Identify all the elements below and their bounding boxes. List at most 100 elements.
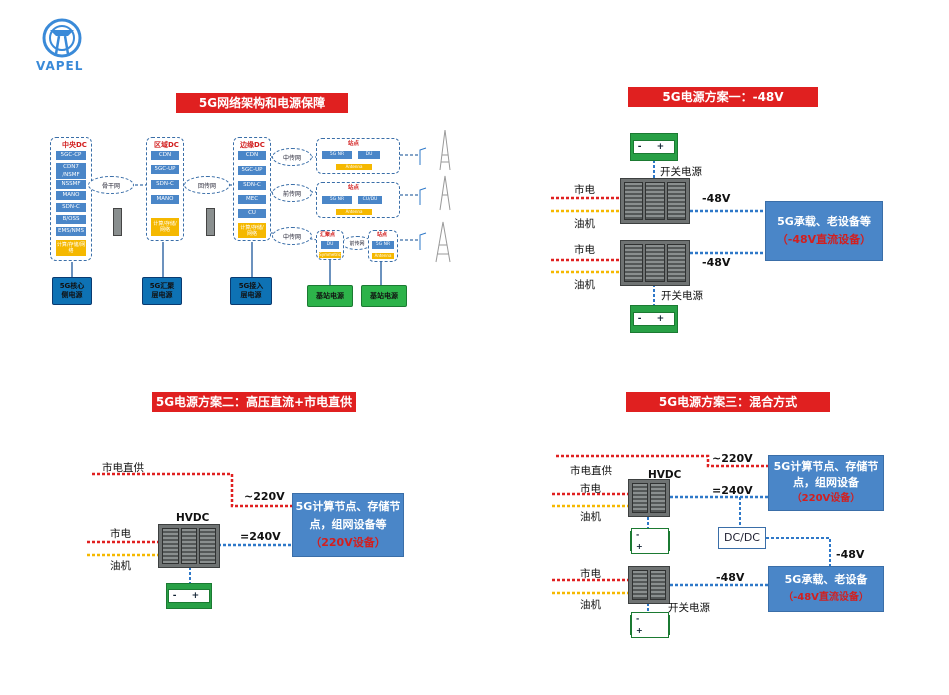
core-power-box: 5G核心侧电源 bbox=[52, 277, 92, 305]
regional-dc-title: 区域DC bbox=[154, 141, 179, 149]
load-box-line: 5G承载、老设备等 bbox=[777, 215, 871, 228]
generator-label: 油机 bbox=[574, 279, 595, 291]
load-box-line: （-48V直流设备） bbox=[783, 592, 869, 603]
voltage-label: -48V bbox=[716, 571, 745, 584]
battery-icon: - + bbox=[630, 305, 678, 333]
hvdc-cabinet bbox=[158, 524, 220, 568]
direct-mains-label: 市电直供 bbox=[570, 465, 612, 477]
generator-label: 油机 bbox=[110, 560, 131, 572]
mains-label: 市电 bbox=[574, 244, 595, 256]
aggregation-power-box: 5G汇聚层电源 bbox=[142, 277, 182, 305]
mains-label: 市电 bbox=[580, 568, 601, 580]
site-title: 站点 bbox=[348, 185, 360, 191]
load-box-line: （220V设备） bbox=[310, 536, 386, 549]
voltage-label: =240V bbox=[712, 484, 753, 497]
hvdc-label: HVDC bbox=[648, 469, 682, 481]
central-dc-item: MANO bbox=[56, 191, 86, 200]
vapel-logo: VAPEL bbox=[30, 14, 94, 78]
voltage-label: =240V bbox=[240, 530, 281, 543]
switch-power-label: 开关电源 bbox=[661, 290, 703, 302]
midhaul-network-oval: 中传网 bbox=[272, 227, 312, 245]
load-box-line: （-48V直流设备） bbox=[776, 233, 872, 246]
site-title: 站点 bbox=[377, 232, 388, 238]
load-box-line: 5G计算节点、存储节 bbox=[773, 460, 879, 473]
site-antenna: Antenna bbox=[336, 164, 372, 170]
scheme3-compute-load-box: 5G计算节点、存储节 点，组网设备 （220V设备） bbox=[768, 455, 884, 511]
edge-dc-item: CU bbox=[238, 209, 266, 218]
regional-dc-item: 5GC-UP bbox=[151, 165, 179, 174]
site-title: 站点 bbox=[348, 141, 360, 147]
central-dc-item: B/OSS bbox=[56, 215, 86, 224]
load-box-line: 点，组网设备 bbox=[793, 476, 859, 489]
regional-dc-item: CDN bbox=[151, 151, 179, 160]
central-dc-item: NSSMF bbox=[56, 180, 86, 189]
regional-dc-item: MANO bbox=[151, 195, 179, 204]
aggregation-symmetric: Symmetric bbox=[319, 252, 341, 258]
logo-emblem-icon bbox=[42, 18, 82, 58]
regional-dc-compute: 计算/存储/网络 bbox=[151, 218, 179, 236]
dcdc-converter: DC/DC bbox=[718, 527, 766, 549]
direct-mains-label: 市电直供 bbox=[102, 462, 144, 474]
central-dc-item: CDN7 /NSMF bbox=[56, 163, 86, 179]
access-power-box: 5G接入层电源 bbox=[230, 277, 272, 305]
generator-label: 油机 bbox=[580, 511, 601, 523]
load-box-line: 5G计算节点、存储节 bbox=[295, 500, 401, 513]
architecture-title: 5G网络架构和电源保障 bbox=[176, 93, 348, 113]
logo-text: VAPEL bbox=[36, 59, 84, 73]
site-item: 5G NR bbox=[372, 241, 394, 249]
battery-icon: - + bbox=[166, 583, 212, 609]
load-box-line: 5G承载、老设备 bbox=[784, 573, 868, 586]
rectifier-cabinet bbox=[620, 178, 690, 224]
edge-dc-item: SDN-C bbox=[238, 181, 266, 190]
battery-icon: - + bbox=[630, 612, 670, 638]
base-station-power-box: 基站电源 bbox=[361, 285, 407, 307]
generator-label: 油机 bbox=[580, 599, 601, 611]
backbone-network-oval: 骨干网 bbox=[88, 176, 134, 194]
voltage-label: -48V bbox=[702, 256, 731, 269]
edge-dc-item: CDN bbox=[238, 151, 266, 160]
router-icon bbox=[113, 208, 122, 236]
edge-dc-title: 边缘DC bbox=[240, 141, 265, 149]
generator-label: 油机 bbox=[574, 218, 595, 230]
voltage-label: -48V bbox=[702, 192, 731, 205]
voltage-label: ~220V bbox=[712, 452, 753, 465]
battery-icon: - + bbox=[630, 133, 678, 161]
scheme3-dc-load-box: 5G承载、老设备 （-48V直流设备） bbox=[768, 566, 884, 612]
rectifier-cabinet bbox=[628, 566, 670, 604]
voltage-label: -48V bbox=[836, 548, 865, 561]
switch-power-label: 开关电源 bbox=[660, 166, 702, 178]
central-dc-item: EMS/NMS bbox=[56, 227, 86, 236]
edge-dc-compute: 计算/存储/网络 bbox=[238, 223, 266, 238]
switch-power-label: 开关电源 bbox=[668, 602, 710, 614]
site-item: DU bbox=[358, 151, 380, 159]
router-icon bbox=[206, 208, 215, 236]
central-dc-item: SDN-C bbox=[56, 203, 86, 212]
aggregation-title: 汇聚点 bbox=[320, 232, 336, 238]
hvdc-cabinet bbox=[628, 479, 670, 517]
mains-label: 市电 bbox=[574, 184, 595, 196]
backhaul-network-oval: 回传网 bbox=[184, 176, 230, 194]
rectifier-cabinet bbox=[620, 240, 690, 286]
scheme1-title: 5G电源方案一：-48V bbox=[628, 87, 818, 107]
load-box-line: 点，组网设备等 bbox=[309, 518, 387, 531]
regional-dc-item: SDN-C bbox=[151, 180, 179, 189]
central-dc-compute: 计算/存储/网络 bbox=[56, 240, 86, 256]
central-dc-title: 中央DC bbox=[62, 141, 87, 149]
site-antenna: Antenna bbox=[372, 253, 394, 259]
battery-icon: - + bbox=[630, 528, 670, 554]
voltage-label: ~220V bbox=[244, 490, 285, 503]
edge-dc-item: 5GC-UP bbox=[238, 166, 266, 175]
hvdc-label: HVDC bbox=[176, 512, 210, 524]
base-station-power-box: 基站电源 bbox=[307, 285, 353, 307]
site-antenna: Antenna bbox=[336, 209, 372, 215]
scheme2-load-box: 5G计算节点、存储节 点，组网设备等 （220V设备） bbox=[292, 493, 404, 557]
site-item: 5G NR bbox=[322, 196, 352, 204]
mains-label: 市电 bbox=[110, 528, 131, 540]
edge-dc-item: MEC bbox=[238, 195, 266, 204]
scheme3-title: 5G电源方案三：混合方式 bbox=[626, 392, 830, 412]
load-box-line: （220V设备） bbox=[791, 493, 861, 504]
mains-label: 市电 bbox=[580, 483, 601, 495]
